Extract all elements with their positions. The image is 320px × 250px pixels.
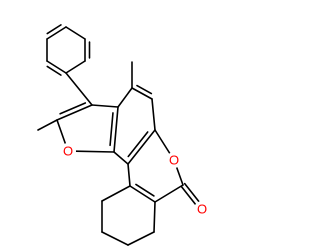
bond-c6a-c10a [129, 185, 156, 203]
bond-ph4-c3 [65, 72, 93, 106]
bond-c9b-o1 [75, 150, 115, 153]
pyranone-ring-oxygen-atom: O [166, 152, 182, 168]
bond-ph3-ph4-inner [46, 65, 62, 76]
bond-c3-c3a [91, 104, 119, 108]
bond-c4-c5 [131, 87, 153, 100]
bond-r7-r8 [127, 231, 155, 246]
bond-c2-c3 [56, 104, 93, 121]
chemical-structure-diagram: O O O [37, 24, 210, 246]
bond-ph1-ph2 [46, 26, 67, 40]
bond-c2-c3-inner [59, 102, 87, 115]
bond-c7-oc-second [183, 182, 200, 203]
bond-r8-r9 [101, 231, 129, 246]
bond-c5a-o6 [154, 129, 171, 155]
bond-c3a-c4 [117, 87, 133, 108]
bond-r10-c10a [101, 185, 131, 202]
bond-c9a-c9b [113, 151, 129, 165]
bond-c5-c5a [151, 98, 156, 131]
bond-c5a-c9a-inner [127, 131, 149, 158]
bond-ph4-ph5 [65, 60, 86, 74]
bond-o6-c7 [175, 166, 184, 186]
bond-c10a-c9a [127, 163, 131, 187]
bond-c4-c5-inner [136, 84, 153, 95]
furan-oxygen-atom: O [60, 143, 76, 159]
bond-c2-me2 [37, 119, 58, 131]
bond-c6a-r7 [153, 201, 156, 233]
pyranone-ring-oxygen-label: O [169, 153, 179, 168]
bond-ph1-ph2-inner [46, 24, 62, 35]
bond-c3a-c9b [113, 106, 119, 153]
bonds-layer [37, 24, 200, 246]
bond-c7-c6a [154, 184, 184, 203]
bond-c6a-c10a-inner [135, 183, 155, 197]
carbonyl-oxygen-atom: O [194, 201, 210, 217]
carbonyl-oxygen-label: O [197, 202, 207, 217]
bond-c7-oc [180, 185, 197, 205]
atom-labels-layer: O O O [60, 143, 210, 217]
furan-oxygen-label: O [63, 144, 73, 159]
bond-c5a-c9a [127, 129, 156, 165]
bond-o1-c2 [56, 119, 67, 145]
bond-ph6-ph1 [65, 26, 86, 40]
bond-ph3-ph4 [46, 60, 67, 74]
bond-c3a-c9b-inner [109, 112, 114, 147]
